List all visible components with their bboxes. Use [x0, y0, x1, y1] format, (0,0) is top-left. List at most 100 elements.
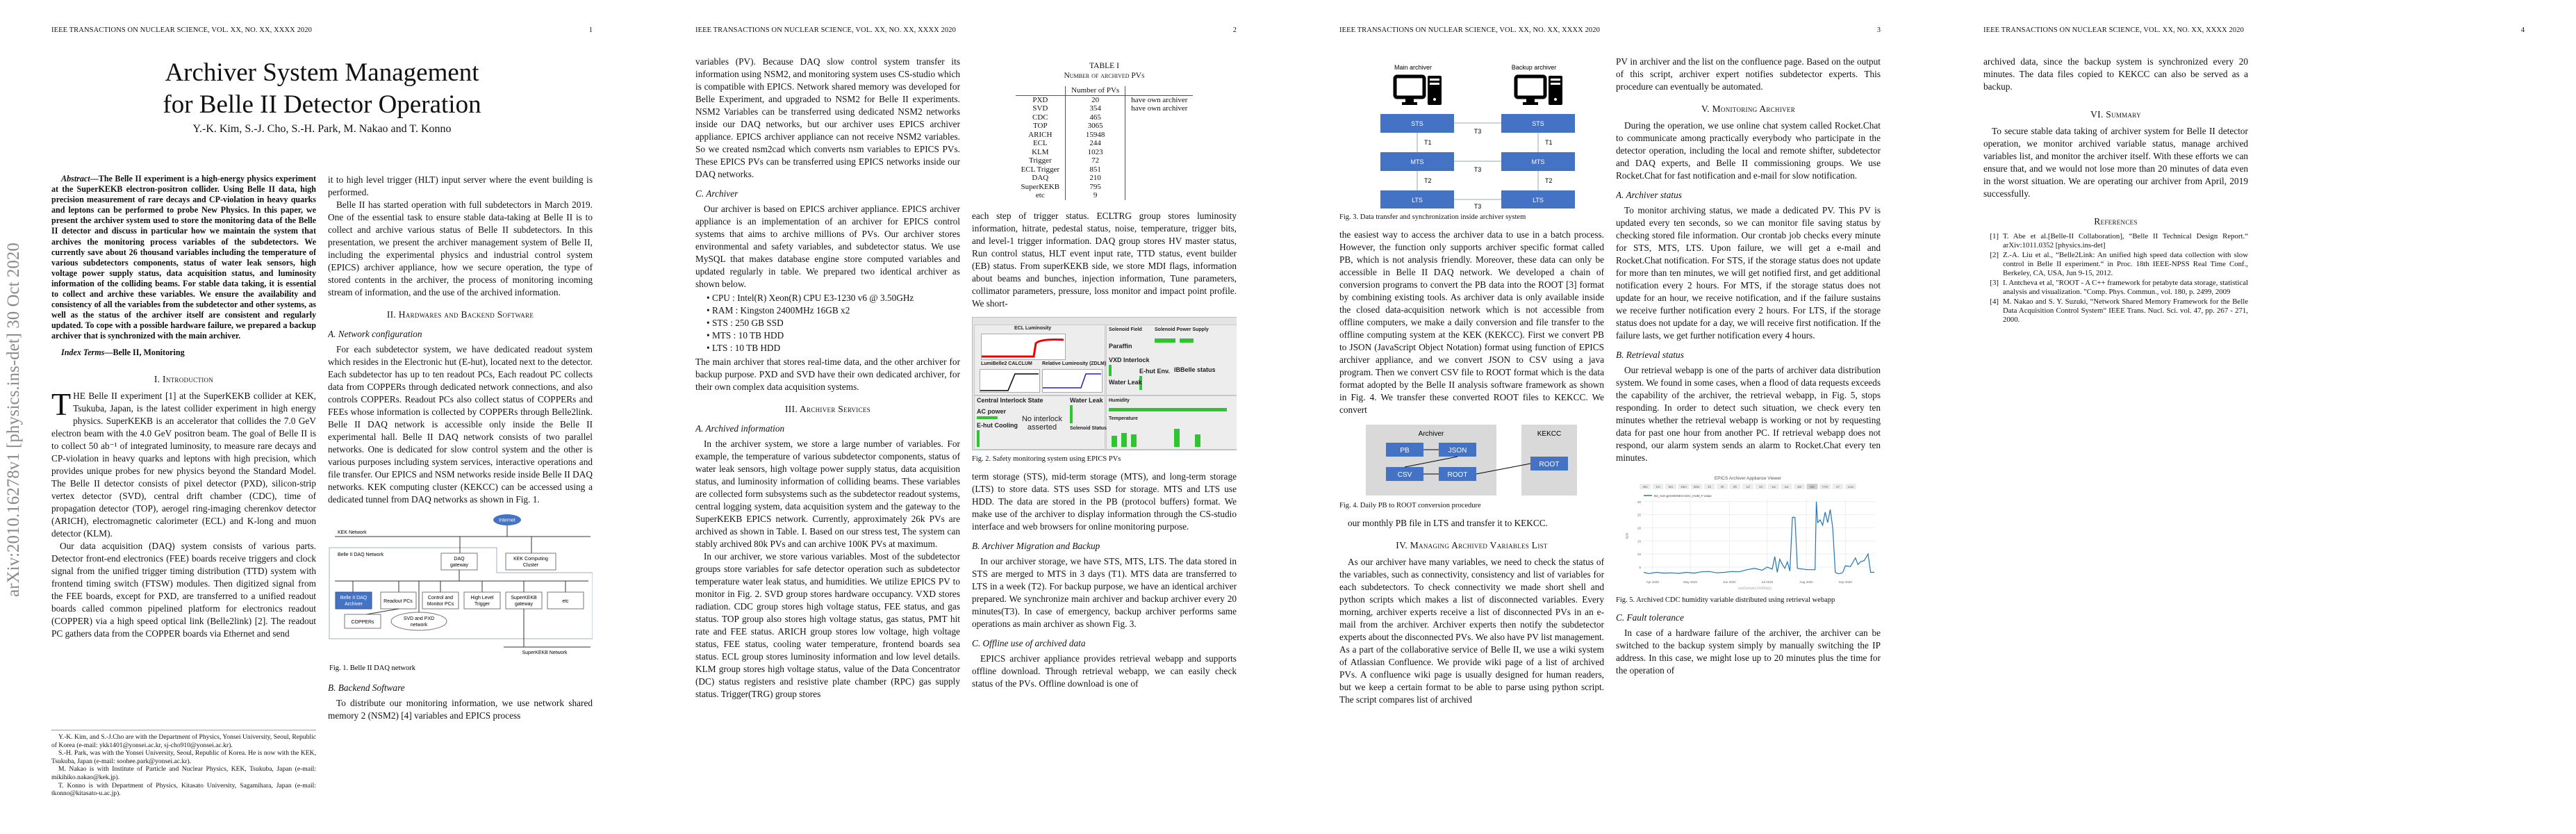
table-cell: DAQ [1032, 174, 1049, 182]
range-button[interactable] [1742, 484, 1753, 489]
column-left: variables (PV). Because DAQ slow control… [695, 56, 960, 813]
control-label: Control and [428, 596, 453, 600]
status-led [1180, 338, 1194, 343]
range-button[interactable] [1678, 484, 1690, 489]
range-button[interactable] [1729, 484, 1741, 489]
status-led [977, 430, 980, 447]
table-cell [1125, 148, 1194, 157]
table-title: Number of archived PVs [1064, 72, 1145, 80]
footnotes: Y.-K. Kim, and S.-J.Cho are with the Dep… [51, 730, 316, 798]
figure-caption: Fig. 3. Data transfer and synchronizatio… [1339, 213, 1526, 221]
table-cell: 1023 [1065, 147, 1126, 156]
table-label: TABLE I [1089, 62, 1119, 70]
legend-label: B2_nsm:get:MONKS:CDC_HUM_F:value [1654, 494, 1712, 498]
coppers-box [344, 614, 381, 629]
daq-gateway-box [440, 553, 478, 571]
interlock-panel [974, 395, 1105, 450]
range-button-label: 8h [1733, 485, 1737, 489]
table-cell [1125, 165, 1194, 174]
y-tick-label: 25 [1637, 514, 1642, 517]
table-cell: TOP [1033, 122, 1048, 130]
etc-label: etc [562, 599, 569, 604]
subsection-heading: B. Backend Software [328, 682, 405, 693]
panel-label: Humidity [1109, 398, 1130, 403]
svd-pxd-label: SVD and PXD [404, 616, 434, 621]
range-button[interactable] [1794, 484, 1805, 489]
temperature-bar [1121, 432, 1127, 447]
panel-label: ECL Luminosity [1014, 325, 1052, 331]
subsection-heading: C. Fault tolerance [1616, 612, 1684, 623]
subsection-heading: A. Network configuration [328, 329, 422, 339]
paragraph: In case of a hardware failure of the arc… [1616, 628, 1881, 676]
readout-box [380, 591, 417, 610]
section-heading: V. Monitoring Archiver [1701, 104, 1796, 114]
reference-text: I. Antcheva et al, "ROOT - A C++ framewo… [2003, 279, 2248, 296]
range-button-label: 1h [1708, 485, 1712, 489]
table-cell: 465 [1065, 113, 1126, 122]
abstract: Abstract—The Belle II experiment is a hi… [51, 174, 316, 342]
title-line: for Belle II Detector Operation [163, 90, 481, 119]
range-button[interactable] [1665, 484, 1676, 489]
t3-label: T3 [1474, 128, 1482, 135]
range-button-label: 1Y [1836, 485, 1840, 489]
superkekb-gateway-box [505, 591, 543, 610]
paragraph: To distribute our monitoring information… [328, 698, 593, 721]
panel-label: AC power [977, 407, 1007, 415]
svd-pxd-label: network [411, 623, 428, 628]
range-button[interactable] [1768, 484, 1779, 489]
paragraph: EPICS archiver appliance provides retrie… [972, 653, 1237, 689]
table-cell: 354 [1065, 104, 1126, 113]
table-cell: 20 [1065, 95, 1126, 104]
sts-label: STS [1411, 120, 1423, 127]
interlock-status-text: No interlock asserted [1021, 414, 1063, 432]
paragraph: PV in archiver and the list on the confl… [1616, 56, 1881, 92]
computer-icon [1393, 74, 1442, 105]
range-button[interactable] [1703, 484, 1715, 489]
index-terms-label: Index Terms [61, 347, 105, 357]
range-button[interactable] [1691, 484, 1702, 489]
range-button[interactable] [1845, 484, 1856, 489]
figure-caption: Fig. 4. Daily PB to ROOT conversion proc… [1339, 502, 1481, 509]
hardware-item: RAM : Kingston 2400MHz 16GB x2 [707, 304, 960, 317]
panel-label: Central Interlock State [977, 396, 1043, 404]
archiver-box [335, 591, 372, 610]
relative-lumi-plot [1042, 368, 1103, 393]
mts-label: MTS [1532, 158, 1545, 165]
superkekb-gateway-label: gateway [515, 602, 534, 607]
range-button[interactable] [1832, 484, 1844, 489]
paragraph: Belle II has started operation with full… [328, 199, 593, 297]
drop-cap: T [51, 386, 72, 422]
running-header: IEEE TRANSACTIONS ON NUCLEAR SCIENCE, VO… [1339, 26, 1600, 34]
column-left: Main archiver Backup archiver STS MTS LT… [1339, 56, 1604, 813]
range-button[interactable] [1755, 484, 1767, 489]
arxiv-stamp[interactable]: arXiv:2010.16278v1 [physics.ins-det] 30 … [4, 243, 23, 597]
table-cell [1125, 183, 1194, 192]
range-button[interactable] [1652, 484, 1664, 489]
json-label: JSON [1448, 447, 1467, 455]
table-header: Number of PVs [1065, 86, 1126, 96]
section-heading: II. Hardwares and Backend Software [386, 309, 534, 320]
table-cell: have own archiver [1131, 104, 1188, 113]
range-button[interactable] [1806, 484, 1818, 489]
paragraph: the easiest way to access the archiver d… [1339, 229, 1604, 415]
range-button[interactable] [1819, 484, 1831, 489]
daq-network-boundary [329, 547, 593, 639]
table-cell: 3065 [1065, 122, 1126, 131]
range-button[interactable] [1781, 484, 1792, 489]
table-cell: 851 [1065, 165, 1126, 174]
reference-number: [2] [1990, 251, 1999, 259]
range-button-label: 1d [1746, 485, 1750, 489]
range-button[interactable] [1717, 484, 1728, 489]
status-led [1109, 364, 1112, 376]
reference-item: [3]I. Antcheva et al, "ROOT - A C++ fram… [1983, 279, 2248, 297]
status-led [1109, 407, 1227, 411]
temperature-bar [1195, 434, 1200, 447]
range-button[interactable] [1640, 484, 1651, 489]
kekcc-label: KEKCC [1537, 430, 1561, 438]
